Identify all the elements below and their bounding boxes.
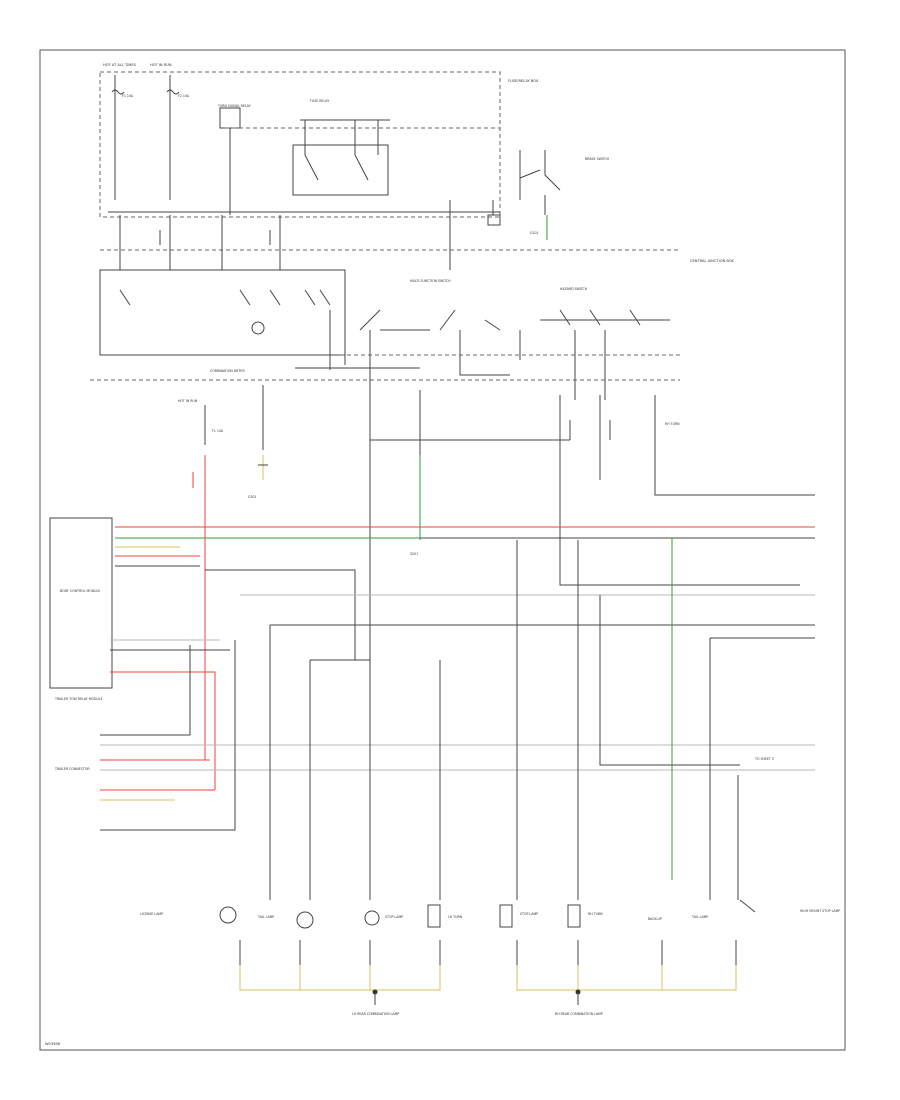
hot-at-all-times-label: HOT AT ALL TIMES <box>103 63 137 67</box>
multifunction-switch-label: MULTI-FUNCTION SWITCH <box>410 279 451 283</box>
hazard-switch-label: HAZARD SWITCH <box>560 287 588 291</box>
hot-in-run-label: HOT IN RUN <box>150 63 172 67</box>
footer-code: W03586 <box>45 1042 61 1046</box>
central-junction-box-label: CENTRAL JUNCTION BOX <box>690 259 734 263</box>
fuse-1-label: F1 10A <box>122 94 134 98</box>
combination-meter-label: COMBINATION METER <box>210 369 245 373</box>
trailer-connector-label: TRAILER CONNECTOR <box>54 767 90 771</box>
harness-wires: TO SHEET 2 <box>100 526 815 831</box>
rh-turn-right-label: RH TURN <box>665 422 680 426</box>
license-lamp-bulb <box>219 906 237 924</box>
mid-components: HOT IN RUN COMBINATION METER G301 F1 10A… <box>178 369 815 760</box>
tail-lamp-label-1: TAIL LAMP <box>257 915 274 919</box>
vertical-drops <box>269 538 739 900</box>
to-sheet-label: TO SHEET 2 <box>754 757 774 761</box>
diagram-frame <box>39 49 846 1051</box>
rh-turn-lamp <box>567 904 581 928</box>
body-control-module: BODY CONTROL MODULE TRAILER TOW RELAY MO… <box>49 517 113 771</box>
ground-label-g301: G301 <box>248 495 257 499</box>
turn-signal-relay-label: TURN SIGNAL RELAY <box>217 104 251 108</box>
back-up-label: BACK-UP <box>648 917 662 921</box>
rh-stop-lamp <box>499 904 513 928</box>
fuse-relay-box: HOT AT ALL TIMES HOT IN RUN FUSE/RELAY B… <box>99 63 539 270</box>
hot-in-run-label-2: HOT IN RUN <box>178 399 198 403</box>
lh-rear-lamps-label: LH REAR COMBINATION LAMP <box>352 1012 399 1016</box>
license-lamp-label: LICENSE LAMP <box>140 912 163 916</box>
high-mount-stop-label: HIGH MOUNT STOP LAMP <box>800 909 840 913</box>
rh-turn-label: RH TURN <box>588 912 603 916</box>
stop-lamp-bulb-1 <box>364 910 380 926</box>
lh-ground-harness <box>239 965 441 991</box>
bcm-label: BODY CONTROL MODULE <box>60 589 100 593</box>
stop-lamp-label-1: STOP LAMP <box>385 915 403 919</box>
rear-lamps: LICENSE LAMP TAIL LAMP STOP LAMP LH TURN… <box>140 899 840 1016</box>
splice-label: S201 <box>410 552 418 556</box>
brake-switch-label: BRAKE SWITCH <box>585 157 610 161</box>
lh-turn-label: LH TURN <box>448 915 463 919</box>
lh-turn-lamp <box>427 904 441 928</box>
rh-rear-lamps-label: RH REAR COMBINATION LAMP <box>555 1012 603 1016</box>
rh-ground-harness <box>516 965 737 991</box>
trailer-tow-module-label: TRAILER TOW RELAY MODULE <box>54 697 103 701</box>
high-mount-switch <box>739 899 756 913</box>
tail-lamp-bulb-1 <box>296 911 314 929</box>
fuse-relay-label: FUSE RELAY <box>310 99 329 103</box>
stop-lamp-label-2: STOP LAMP <box>520 912 538 916</box>
brake-switch-unit: BRAKE SWITCH G201 <box>519 150 610 240</box>
fuse-2-label: F2 10A <box>178 94 190 98</box>
ground-label-top: G201 <box>530 231 539 235</box>
central-junction-box: CENTRAL JUNCTION BOX MULTI-FUNCTION SWIT… <box>90 211 734 400</box>
fuse-box-title: FUSE/RELAY BOX <box>508 79 539 83</box>
tail-lamp-label-2: TAIL LAMP <box>691 915 708 919</box>
fuse-relay-label-2: F1 10A <box>212 429 224 433</box>
